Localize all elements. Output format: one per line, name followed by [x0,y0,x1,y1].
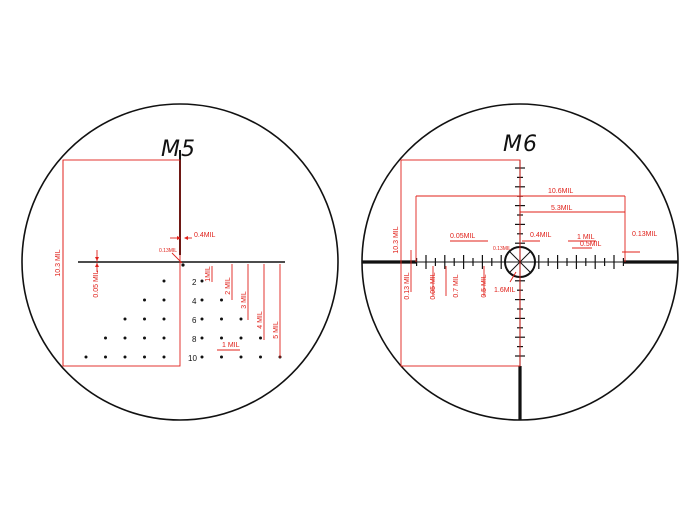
holdover-dot [123,317,127,321]
holdover-dot [162,279,166,283]
holdover-dot [84,355,88,359]
m5-number-2: 2 [192,278,197,287]
reticle-m6: M6 10.3 MIL 0.13 MIL 10. [361,103,679,421]
holdover-dot [220,355,223,359]
holdover-dot [162,298,166,302]
holdover-dot [239,317,243,321]
m5-height-box [62,159,181,367]
m5-drop3-label: 3 MIL [241,291,248,309]
m5-drop5-label: 5 MIL [273,321,280,339]
m6-tick05-label: 0.5 MIL [481,274,488,297]
holdover-dot [239,355,243,359]
holdover-dot [143,317,146,321]
holdover-dot [162,355,166,359]
m6-offset-label: 0.13 MIL [404,272,411,299]
m5-drop2-label: 2 MIL [225,277,232,295]
m5-number-6: 6 [192,316,197,325]
m5-arrow [184,236,188,240]
holdover-dot [123,355,127,359]
m5-drop1-label: 1MIL [205,266,212,282]
m5-arrow [95,257,99,261]
m5-center-leader [171,252,183,264]
m5-holdover-dots [84,279,282,359]
m5-outer-circle [21,103,339,421]
holdover-dot [200,279,204,283]
m5-arrow [177,236,181,240]
m6-annotations: 10.3 MIL 0.13 MIL 10.6MIL 5.3MIL 0.05MIL… [393,159,657,367]
holdover-dot [259,336,262,340]
m6-circle-label: 1.6MIL [494,287,516,294]
holdover-dot [259,355,262,359]
holdover-dot [220,336,223,340]
m5-number-4: 4 [192,297,197,306]
holdover-dot [200,336,204,340]
holdover-dot [143,355,146,359]
m5-spacing-label: 1 MIL [222,342,240,349]
m6-gap-label: 0.4MIL [530,232,552,239]
m6-circle-leader [509,271,517,283]
holdover-dot [143,298,146,302]
m5-center-dot [181,263,185,267]
holdover-dot [200,298,204,302]
m6-quarter-width-label: 5.3MIL [551,205,573,212]
m5-height-label: 10.3 MIL [55,249,62,276]
m5-drop4-label: 4 MIL [257,311,264,329]
m6-mil05-label: 0.5MIL [580,241,602,248]
m6-center-label: 0.13MIL [493,246,511,252]
m5-center-label: 0.13MIL [159,248,177,254]
holdover-dot [104,336,107,340]
m5-crosshair [78,150,285,267]
m6-half-width-label: 10.6MIL [548,188,573,195]
m6-mil1-label: 1 MIL [577,234,595,241]
holdover-dot [220,317,223,321]
m6-fine-label: 0.05MIL [450,233,475,240]
reticle-m5: M5 2 4 6 8 10 10.3 MIL 0.05 MI [21,103,339,421]
holdover-dot [220,298,223,302]
m6-height-box [400,159,521,367]
holdover-dot [143,336,146,340]
m5-title: M5 [161,137,196,162]
m6-tick07-label: 0.7 MIL [453,274,460,297]
holdover-dot [123,336,127,340]
m5-number-10: 10 [188,354,197,363]
m6-post-thick-label: 0.13MIL [632,231,657,238]
holdover-dot [104,355,107,359]
holdover-dot [200,355,204,359]
m5-annotations: 10.3 MIL 0.05 MIL 0.4MIL 0.13MIL 1MIL 2 … [55,159,281,367]
m6-thin-label: 0.05 MIL [430,272,437,299]
m5-thickness-label: 0.05 MIL [93,270,100,297]
holdover-dot [200,317,204,321]
m5-gap-label: 0.4MIL [194,232,216,239]
m6-height-label: 10.3 MIL [393,226,400,253]
holdover-dot [162,317,166,321]
m6-title: M6 [503,132,538,157]
holdover-dot [162,336,166,340]
holdover-dot [239,336,243,340]
m5-number-8: 8 [192,335,197,344]
